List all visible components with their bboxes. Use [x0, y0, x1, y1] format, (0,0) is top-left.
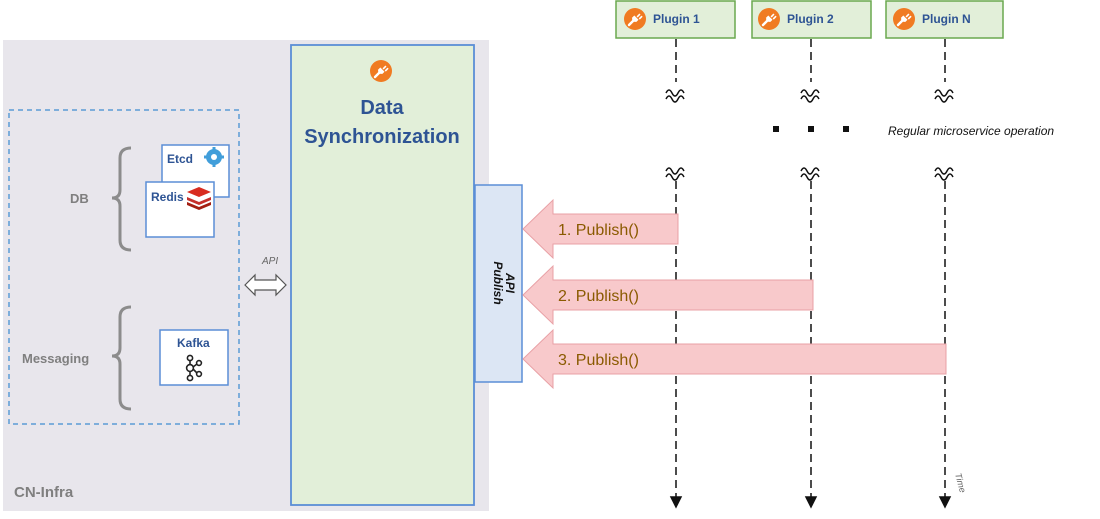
data-sync-box [290, 44, 475, 506]
plugin-box-n: Plugin N [885, 0, 1004, 39]
redis-icon [187, 187, 211, 210]
cn-infra-label: CN-Infra [14, 484, 74, 501]
publish-call-arrow-2 [522, 264, 814, 326]
time-axis-label: Time [953, 472, 968, 494]
plugin-box-2: Plugin 2 [751, 0, 872, 39]
etcd-label: Etcd [167, 152, 193, 166]
plugin-1-label: Plugin 1 [653, 12, 700, 26]
redis-card [145, 181, 215, 238]
operation-note: Regular microservice operation [888, 124, 1054, 138]
plugin-box-1: Plugin 1 [615, 0, 736, 39]
db-group-label: DB [70, 191, 89, 206]
publish-api-label-line2: API [503, 272, 517, 294]
lifeline-plugin-2 [800, 39, 820, 509]
lifeline-plugin-n [934, 39, 954, 509]
data-sync-title-line2: Synchronization [304, 126, 460, 148]
plugin-n-label: Plugin N [922, 12, 971, 26]
api-double-arrow [244, 273, 287, 297]
lifeline-plugin-1 [665, 39, 685, 509]
publish-api-box [474, 184, 523, 383]
publish-call-label-3: 3. Publish() [558, 352, 639, 369]
data-sync-title-line1: Data [360, 97, 404, 119]
publish-call-arrow-1 [522, 198, 679, 260]
ellipsis-dots [773, 126, 849, 132]
api-label: API [261, 256, 278, 267]
kafka-card [159, 329, 229, 386]
kafka-icon [185, 354, 203, 382]
publish-call-arrow-3 [522, 328, 947, 390]
etcd-icon [204, 147, 224, 167]
messaging-brace [111, 305, 132, 411]
plugin-2-label: Plugin 2 [787, 12, 834, 26]
plugin-1-plug-icon [622, 6, 648, 32]
data-sync-plug-icon [368, 58, 394, 84]
redis-label: Redis [151, 190, 184, 204]
db-brace [111, 146, 132, 252]
kafka-label: Kafka [177, 336, 210, 350]
plugin-n-plug-icon [891, 6, 917, 32]
publish-call-label-2: 2. Publish() [558, 288, 639, 305]
messaging-group-label: Messaging [22, 351, 89, 366]
publish-call-label-1: 1. Publish() [558, 222, 639, 239]
publish-api-label-line1: Publish [491, 261, 505, 304]
storage-group-frame [8, 109, 240, 425]
plugin-2-plug-icon [756, 6, 782, 32]
